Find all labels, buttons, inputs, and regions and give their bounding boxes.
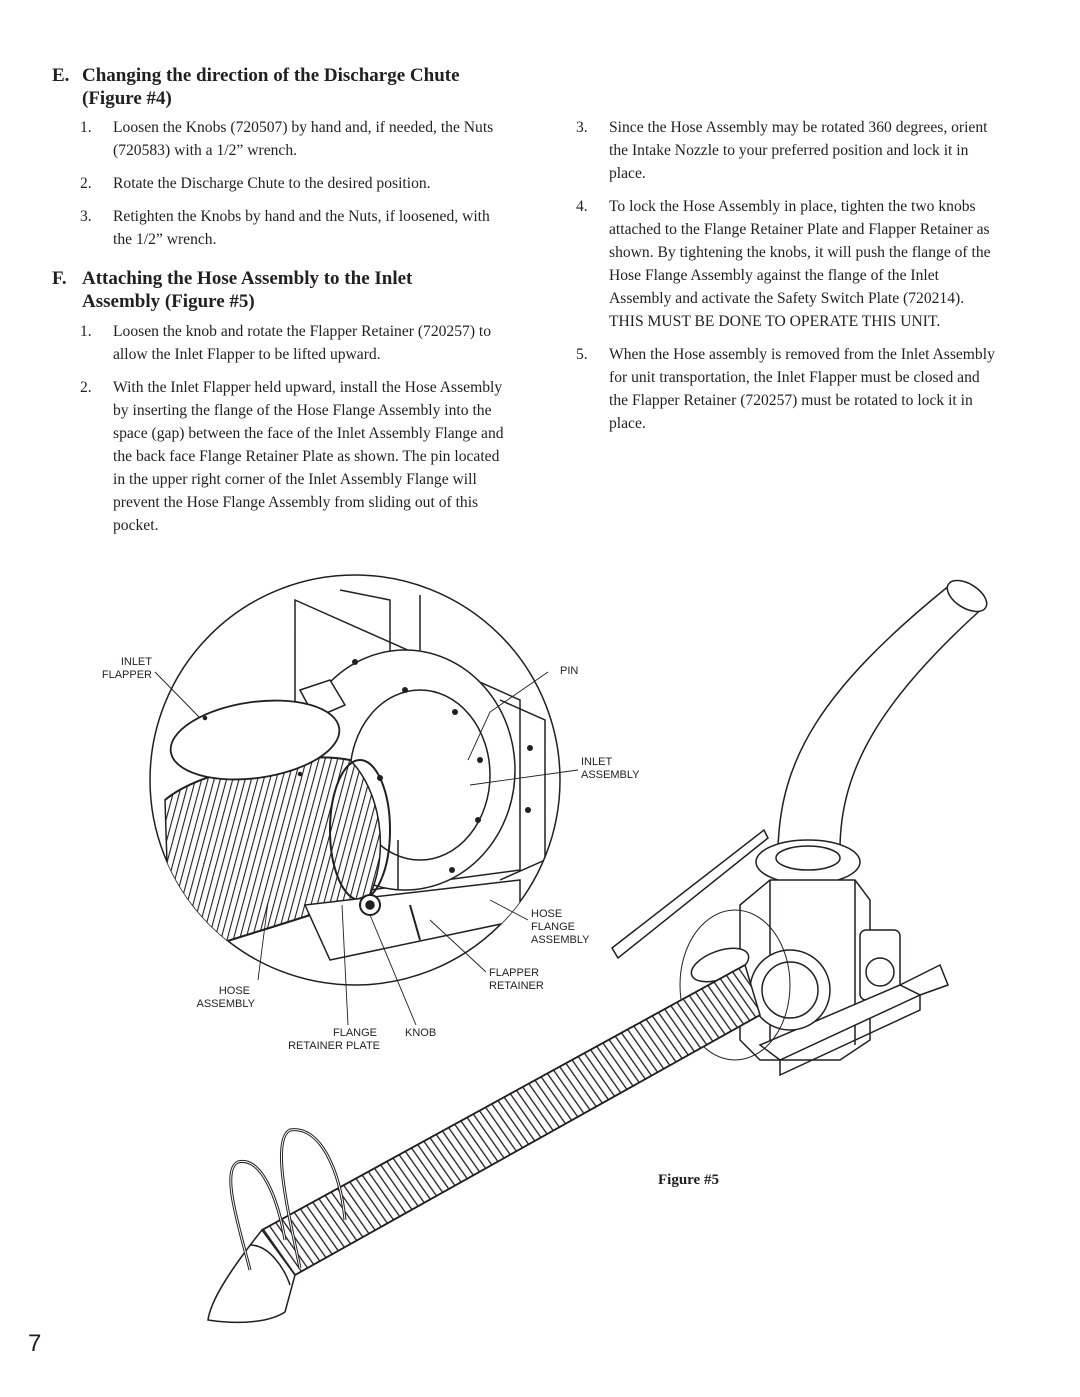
section-e-heading: E. Changing the direction of the Dischar… <box>52 64 522 110</box>
label-hose-assembly: HOSE <box>219 985 250 997</box>
figure-caption: Figure #5 <box>658 1172 719 1188</box>
label-knob: KNOB <box>405 1027 436 1039</box>
svg-text:RETAINER PLATE: RETAINER PLATE <box>288 1040 380 1052</box>
list-item: 1.Loosen the Knobs (720507) by hand and,… <box>80 119 494 159</box>
section-e-title: Changing the direction of the Discharge … <box>82 65 460 109</box>
main-view <box>207 579 988 1324</box>
section-f-letter: F. <box>52 268 67 289</box>
intake-nozzle <box>207 1228 296 1324</box>
section-e-steps: 1.Loosen the Knobs (720507) by hand and,… <box>80 116 505 261</box>
detail-locator <box>679 909 791 1061</box>
section-f-steps-left: 1.Loosen the knob and rotate the Flapper… <box>80 320 505 547</box>
section-f-title: Attaching the Hose Assembly to the Inlet… <box>82 268 413 312</box>
label-flange-retainer-plate: FLANGE <box>333 1027 377 1039</box>
section-f-steps-right: 3.Since the Hose Assembly may be rotated… <box>576 116 1001 445</box>
chute-opening <box>946 579 988 613</box>
label-flapper-retainer: FLAPPER <box>489 967 539 979</box>
discharge-chute <box>777 584 987 851</box>
detail-view <box>149 574 561 986</box>
page-number: 7 <box>28 1330 42 1357</box>
main-hose <box>260 963 761 1276</box>
list-item: 5.When the Hose assembly is removed from… <box>576 346 995 432</box>
label-inlet-assembly: INLET <box>581 756 612 768</box>
svg-text:ASSEMBLY: ASSEMBLY <box>531 934 590 946</box>
svg-text:RETAINER: RETAINER <box>489 980 544 992</box>
svg-text:FLANGE: FLANGE <box>531 921 575 933</box>
label-inlet-flapper: INLET <box>121 656 152 668</box>
section-e-letter: E. <box>52 65 70 86</box>
leader-lines <box>154 671 579 1026</box>
svg-text:FLAPPER: FLAPPER <box>102 669 152 681</box>
list-item: 1.Loosen the knob and rotate the Flapper… <box>80 323 492 363</box>
list-item: 2.With the Inlet Flapper held upward, in… <box>80 379 504 534</box>
svg-text:ASSEMBLY: ASSEMBLY <box>581 769 640 781</box>
list-item: 3.Retighten the Knobs by hand and the Nu… <box>80 208 490 248</box>
section-f-heading: F. Attaching the Hose Assembly to the In… <box>52 267 482 313</box>
svg-text:ASSEMBLY: ASSEMBLY <box>197 998 256 1010</box>
handle-bar <box>611 828 769 960</box>
hose-assembly-diagram: INLET FLAPPER PIN INLET ASSEMBLY HOSE FL… <box>102 574 988 1324</box>
list-item: 2.Rotate the Discharge Chute to the desi… <box>80 175 431 192</box>
callout-labels: INLET FLAPPER PIN INLET ASSEMBLY HOSE FL… <box>102 656 640 1052</box>
label-hose-flange-assembly: HOSE <box>531 908 562 920</box>
list-item: 3.Since the Hose Assembly may be rotated… <box>576 119 988 182</box>
detail-inlet-flapper <box>169 699 341 781</box>
label-pin: PIN <box>560 665 578 677</box>
list-item: 4.To lock the Hose Assembly in place, ti… <box>576 198 991 330</box>
